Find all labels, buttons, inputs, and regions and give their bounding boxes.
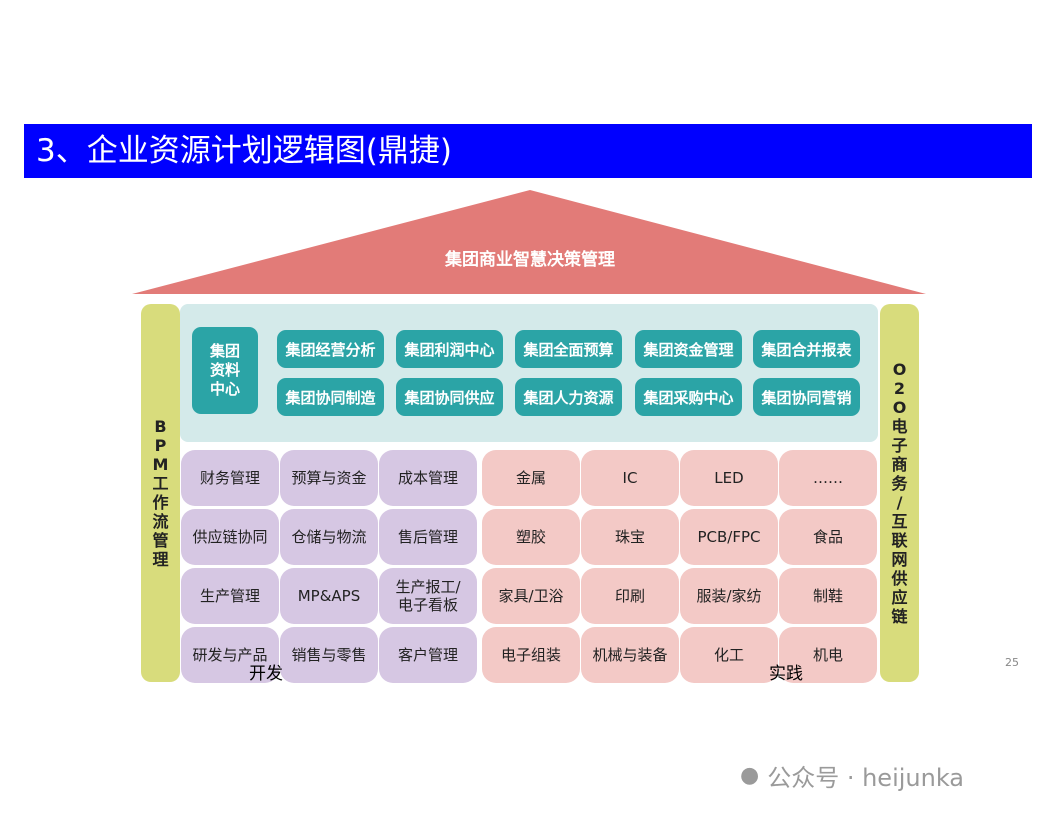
function-cell: 仓储与物流 xyxy=(280,509,378,565)
pillar-char: 流 xyxy=(152,512,169,531)
industry-cell: 家具/卫浴 xyxy=(482,568,580,624)
pillar-char: 子 xyxy=(891,436,908,455)
pillar-char: 务 xyxy=(891,474,908,493)
group-module-box: 集团协同供应 xyxy=(396,378,503,416)
industry-cell: 食品 xyxy=(779,509,877,565)
roof-label: 集团商业智慧决策管理 xyxy=(445,250,615,270)
pillar-char: M xyxy=(152,455,169,474)
function-cell: 售后管理 xyxy=(379,509,477,565)
industry-cell: 印刷 xyxy=(581,568,679,624)
pillar-char: 链 xyxy=(891,607,908,626)
group-panel xyxy=(180,304,878,442)
industry-cell: 制鞋 xyxy=(779,568,877,624)
pillar-char: 互 xyxy=(891,512,908,531)
function-cell: 财务管理 xyxy=(181,450,279,506)
wechat-icon: ● xyxy=(740,763,760,788)
industry-cell: IC xyxy=(581,450,679,506)
page-number: 25 xyxy=(1005,656,1019,669)
group-module-box: 集团协同制造 xyxy=(277,378,384,416)
pillar-char: 应 xyxy=(891,588,908,607)
annotation-practice: 实践 xyxy=(769,664,803,684)
industry-cell: PCB/FPC xyxy=(680,509,778,565)
group-module-box: 集团资金管理 xyxy=(635,330,742,368)
industry-cell: 金属 xyxy=(482,450,580,506)
industry-cell: 塑胶 xyxy=(482,509,580,565)
pillar-char: 商 xyxy=(891,455,908,474)
pillar-char: 工 xyxy=(152,474,169,493)
pillar-char: 网 xyxy=(891,550,908,569)
pillar-char: 管 xyxy=(152,531,169,550)
industry-cell: 机械与装备 xyxy=(581,627,679,683)
industry-cell: 电子组装 xyxy=(482,627,580,683)
function-cell: 供应链协同 xyxy=(181,509,279,565)
group-module-box: 集团全面预算 xyxy=(515,330,622,368)
function-cell: 成本管理 xyxy=(379,450,477,506)
function-cell: MP&APS xyxy=(280,568,378,624)
pillar-char: 作 xyxy=(152,493,169,512)
pillar-char: B xyxy=(154,417,167,436)
pillar-char: P xyxy=(154,436,167,455)
industry-cell: LED xyxy=(680,450,778,506)
pillar-char: 电 xyxy=(891,417,908,436)
group-module-box: 集团利润中心 xyxy=(396,330,503,368)
pillar-char: / xyxy=(896,493,903,512)
group-module-box: 集团合并报表 xyxy=(753,330,860,368)
group-module-box: 集团人力资源 xyxy=(515,378,622,416)
group-module-box: 集团采购中心 xyxy=(635,378,742,416)
data-center-box: 集团资料中心 xyxy=(192,327,258,414)
function-cell: 研发与产品 xyxy=(181,627,279,683)
function-cell: 生产管理 xyxy=(181,568,279,624)
pillar-char: 供 xyxy=(891,569,908,588)
industry-cell: 化工 xyxy=(680,627,778,683)
pillar-char: O xyxy=(892,360,907,379)
industry-cell: 机电 xyxy=(779,627,877,683)
pillar-char: O xyxy=(892,398,907,417)
pillar-char: 理 xyxy=(152,550,169,569)
pillar-char: 联 xyxy=(891,531,908,550)
function-cell: 客户管理 xyxy=(379,627,477,683)
industry-cell: 珠宝 xyxy=(581,509,679,565)
industry-cell: …… xyxy=(779,450,877,506)
pillar-char: 2 xyxy=(893,379,906,398)
watermark: ● 公众号 · heijunka xyxy=(740,758,964,793)
roof-triangle xyxy=(132,190,926,294)
function-cell: 生产报工/电子看板 xyxy=(379,568,477,624)
industry-cell: 服装/家纺 xyxy=(680,568,778,624)
group-module-box: 集团经营分析 xyxy=(277,330,384,368)
slide-title: 3、企业资源计划逻辑图(鼎捷) xyxy=(24,124,1032,178)
watermark-text: 公众号 · heijunka xyxy=(767,764,965,792)
function-cell: 预算与资金 xyxy=(280,450,378,506)
group-module-box: 集团协同营销 xyxy=(753,378,860,416)
annotation-develop: 开发 xyxy=(249,664,283,684)
function-cell: 销售与零售 xyxy=(280,627,378,683)
